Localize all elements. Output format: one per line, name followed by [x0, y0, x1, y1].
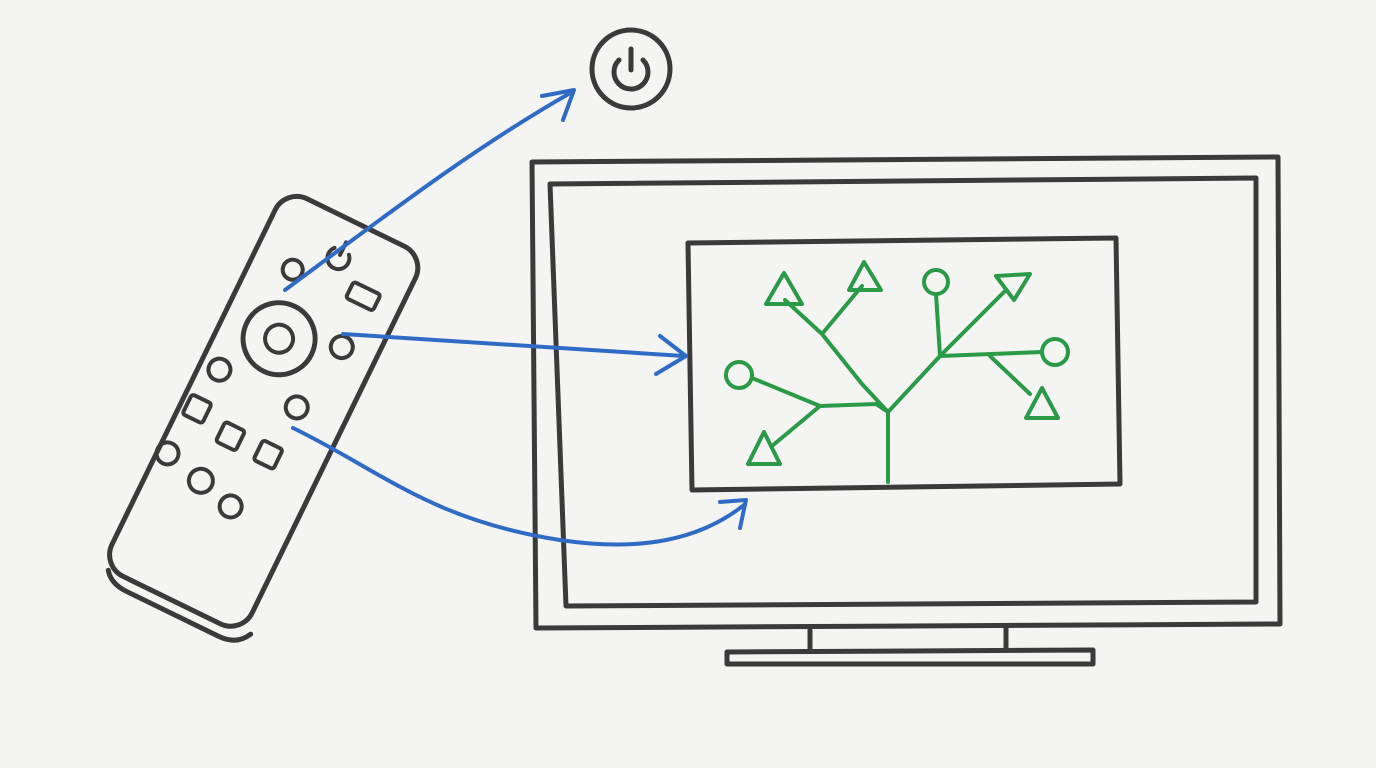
remote-square-button — [181, 393, 213, 425]
tree-leaf-triangle — [1024, 386, 1060, 420]
remote-body-shadow — [105, 567, 254, 643]
tree-leaf-triangle — [764, 271, 804, 306]
tv-stand-base — [724, 647, 1096, 667]
tree-branch — [886, 292, 942, 414]
remote-square-button — [252, 438, 284, 471]
tree-branch — [820, 284, 864, 336]
remote-square-button — [214, 420, 247, 452]
remote-top-right-button — [344, 280, 382, 312]
tree-leaf-triangle — [847, 260, 883, 292]
branching-tree-diagram — [724, 260, 1070, 484]
remote-round-button — [186, 466, 215, 495]
tree-branch — [938, 290, 1006, 358]
connection-arrows — [283, 88, 748, 547]
tree-leaf-circle — [724, 360, 754, 390]
remote-round-button — [217, 493, 244, 520]
remote-round-button — [154, 440, 181, 467]
remote-dpad — [240, 300, 318, 378]
tree-leaf-triangle — [994, 272, 1032, 302]
tree-leaf-circle — [1040, 337, 1070, 367]
tree-branch — [820, 332, 890, 414]
tv-inner-frame — [547, 175, 1259, 609]
tree-leaf-triangle — [746, 430, 782, 466]
arrow-to-power-icon — [283, 88, 576, 292]
remote-right-button — [328, 334, 355, 361]
remote-left-button — [206, 356, 233, 383]
tree-leaf-circle — [922, 268, 950, 296]
tree-branch — [770, 404, 822, 448]
tree-branch — [750, 376, 890, 414]
tv-outer-frame — [529, 154, 1283, 631]
remote-body — [107, 193, 421, 629]
remote-control — [105, 193, 421, 643]
remote-lower-button — [283, 394, 310, 421]
television — [529, 154, 1283, 667]
arrow-to-screen-content — [341, 332, 688, 376]
power-icon — [589, 27, 673, 111]
tree-branch — [938, 350, 1044, 358]
arrow-to-screen-bottom — [291, 426, 748, 547]
remote-power-button — [280, 257, 305, 282]
tv-screen-content — [685, 235, 1123, 493]
tree-branch — [988, 354, 1032, 396]
